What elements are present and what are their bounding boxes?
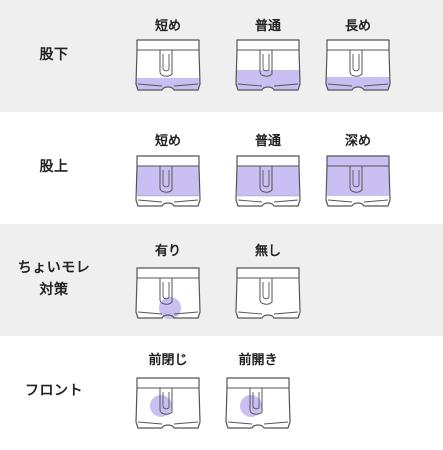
option-label: 前開き xyxy=(238,353,278,368)
brief-illustration xyxy=(324,39,392,94)
row-label-line: 股下 xyxy=(39,47,69,64)
option-front-closed[interactable]: 前閉じ xyxy=(128,336,208,448)
row-label-inseam: 股下 xyxy=(0,0,108,112)
option-inseam-normal[interactable]: 普通 xyxy=(228,0,308,112)
option-label: 普通 xyxy=(254,19,281,34)
option-label: 有り xyxy=(154,244,181,259)
brief-illustration xyxy=(134,377,202,432)
row-label-line: 対策 xyxy=(39,282,69,298)
option-inseam-short[interactable]: 短め xyxy=(128,0,208,112)
brief-illustration xyxy=(134,267,202,322)
brief-illustration xyxy=(324,155,392,210)
brief-illustration xyxy=(234,267,302,322)
option-front-open[interactable]: 前開き xyxy=(218,336,298,448)
row-rise: 股上 短め 普通 深め xyxy=(0,112,443,224)
row-label-line: ちょいモレ xyxy=(17,260,91,277)
row-label-line: フロント xyxy=(25,383,83,400)
option-label: 普通 xyxy=(254,134,281,149)
option-rise-short[interactable]: 短め xyxy=(128,112,208,224)
row-front: フロント 前閉じ 前開き xyxy=(0,336,443,448)
option-drip-yes[interactable]: 有り xyxy=(128,224,208,336)
option-inseam-long[interactable]: 長め xyxy=(318,0,398,112)
option-label: 短め xyxy=(154,134,181,149)
brief-illustration xyxy=(234,39,302,94)
brief-illustration xyxy=(234,155,302,210)
brief-illustration xyxy=(224,377,292,432)
row-label-drip-guard: ちょいモレ 対策 xyxy=(0,224,108,336)
row-drip-guard: ちょいモレ 対策 有り 無し xyxy=(0,224,443,336)
row-label-rise: 股上 xyxy=(0,112,108,224)
option-label: 前閉じ xyxy=(148,353,188,368)
row-label-line: 股上 xyxy=(39,159,69,176)
row-label-front: フロント xyxy=(0,336,108,448)
brief-illustration xyxy=(134,155,202,210)
option-label: 無し xyxy=(254,244,281,259)
option-rise-normal[interactable]: 普通 xyxy=(228,112,308,224)
brief-illustration xyxy=(134,39,202,94)
option-rise-deep[interactable]: 深め xyxy=(318,112,398,224)
row-inseam: 股下 短め 普通 長め xyxy=(0,0,443,112)
option-label: 深め xyxy=(344,134,371,149)
option-label: 長め xyxy=(344,19,371,34)
option-drip-no[interactable]: 無し xyxy=(228,224,308,336)
option-label: 短め xyxy=(154,19,181,34)
